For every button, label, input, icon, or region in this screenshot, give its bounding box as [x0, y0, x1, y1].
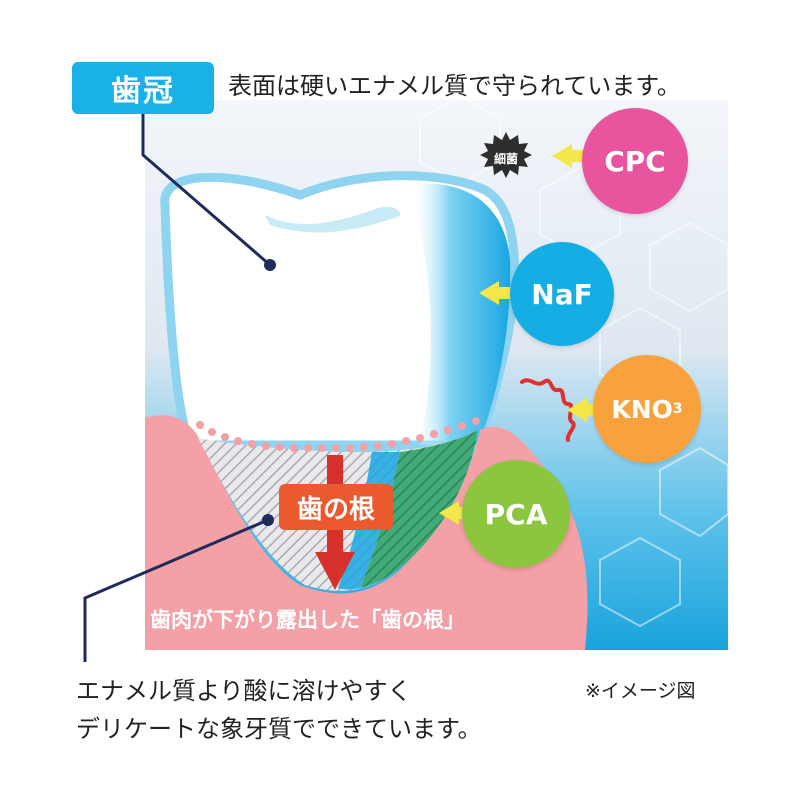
crown-pointer-dot: [264, 259, 276, 271]
image-note: ※イメージ図: [585, 680, 696, 702]
root-description-line-2: デリケートな象牙質でできています。: [76, 715, 482, 743]
crown-groove: [265, 206, 401, 233]
cpc-label: CPC: [604, 144, 666, 178]
root-label-badge: 歯の根: [279, 484, 393, 530]
pca-circle: PCA: [462, 460, 570, 568]
gum: [145, 415, 588, 650]
kno3-arrow: [567, 398, 600, 422]
gum-caption: 歯肉が下がり露出した「歯の根」: [150, 608, 465, 632]
cpc-arrow: [552, 144, 585, 168]
gum-line-dots: [196, 417, 480, 452]
cpc-circle: CPC: [582, 108, 688, 214]
nerve-squiggle-icon: [520, 378, 576, 442]
root-pointer-dot: [262, 514, 274, 526]
naf-arrow: [479, 281, 512, 305]
bacteria-icon: [480, 132, 532, 178]
crown-label-badge: 歯冠: [72, 62, 214, 114]
naf-circle: NaF: [510, 242, 614, 346]
tooth-crown-side: [410, 183, 511, 445]
naf-label: NaF: [531, 277, 593, 311]
bacteria-label: 細菌: [493, 151, 518, 166]
kno3-label: KNO: [611, 394, 673, 424]
leader-lines: [83, 112, 271, 662]
kno3-subscript: 3: [672, 401, 683, 417]
crown-description: 表面は硬いエナメル質で守られています。: [228, 72, 681, 100]
root-description-line-1: エナメル質より酸に溶けやすく: [76, 677, 412, 705]
root-green-region: [360, 430, 478, 588]
pca-label: PCA: [484, 497, 548, 531]
root-description: エナメル質より酸に溶けやすく デリケートな象牙質でできています。: [76, 672, 482, 748]
